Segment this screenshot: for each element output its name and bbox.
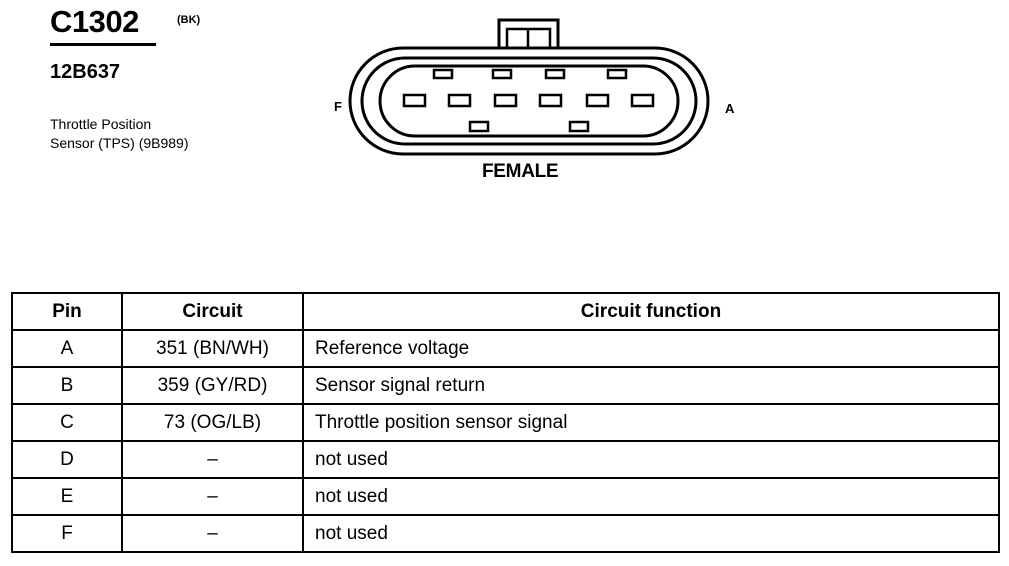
- connector-color: (BK): [177, 14, 201, 26]
- table-row: C 73 (OG/LB) Throttle position sensor si…: [11, 403, 1000, 442]
- circuit-cell: –: [121, 514, 304, 553]
- table-row: E – not used: [11, 477, 1000, 516]
- circuit-cell: –: [121, 440, 304, 479]
- component-description: Throttle Position Sensor (TPS) (9B989): [50, 115, 270, 153]
- connector-housing-middle: [360, 56, 698, 146]
- function-cell: not used: [302, 440, 1000, 479]
- pin-cavity: [538, 93, 563, 108]
- pin-cavity: [493, 93, 518, 108]
- key-bottom: [468, 120, 490, 133]
- pin-table: Pin Circuit Circuit function A 351 (BN/W…: [11, 292, 1000, 553]
- key-top: [544, 68, 566, 80]
- pin-cavity: [402, 93, 427, 108]
- column-header-circuit: Circuit: [121, 292, 304, 331]
- pin-cell: D: [11, 440, 123, 479]
- connector-gender: FEMALE: [482, 161, 559, 182]
- key-top: [432, 68, 454, 80]
- description-line-1: Throttle Position: [50, 116, 152, 132]
- part-number: 12B637: [50, 61, 121, 83]
- connector-housing-inner: [378, 64, 680, 138]
- pin-cavity: [447, 93, 472, 108]
- pin-cell: A: [11, 329, 123, 368]
- key-top: [606, 68, 628, 80]
- pin-cavity: [585, 93, 610, 108]
- pin-label-left: F: [334, 99, 342, 114]
- function-cell: Sensor signal return: [302, 366, 1000, 405]
- function-cell: not used: [302, 514, 1000, 553]
- function-cell: not used: [302, 477, 1000, 516]
- circuit-cell: –: [121, 477, 304, 516]
- column-header-pin: Pin: [11, 292, 123, 331]
- pin-cell: C: [11, 403, 123, 442]
- function-cell: Reference voltage: [302, 329, 1000, 368]
- table-row: D – not used: [11, 440, 1000, 479]
- connector-face-diagram: F A: [334, 18, 735, 156]
- header-underline: [50, 43, 156, 46]
- key-bottom: [568, 120, 590, 133]
- pin-cell: E: [11, 477, 123, 516]
- pin-label-right: A: [725, 101, 735, 116]
- pin-cell: F: [11, 514, 123, 553]
- table-header-row: Pin Circuit Circuit function: [11, 292, 1000, 331]
- function-cell: Throttle position sensor signal: [302, 403, 1000, 442]
- circuit-cell: 359 (GY/RD): [121, 366, 304, 405]
- table-row: B 359 (GY/RD) Sensor signal return: [11, 366, 1000, 405]
- description-line-2: Sensor (TPS) (9B989): [50, 135, 189, 151]
- circuit-cell: 73 (OG/LB): [121, 403, 304, 442]
- table-row: A 351 (BN/WH) Reference voltage: [11, 329, 1000, 368]
- table-row: F – not used: [11, 514, 1000, 553]
- key-top: [491, 68, 513, 80]
- pin-cavity: [630, 93, 655, 108]
- connector-code: C1302: [50, 4, 139, 39]
- circuit-cell: 351 (BN/WH): [121, 329, 304, 368]
- column-header-function: Circuit function: [302, 292, 1000, 331]
- pin-cell: B: [11, 366, 123, 405]
